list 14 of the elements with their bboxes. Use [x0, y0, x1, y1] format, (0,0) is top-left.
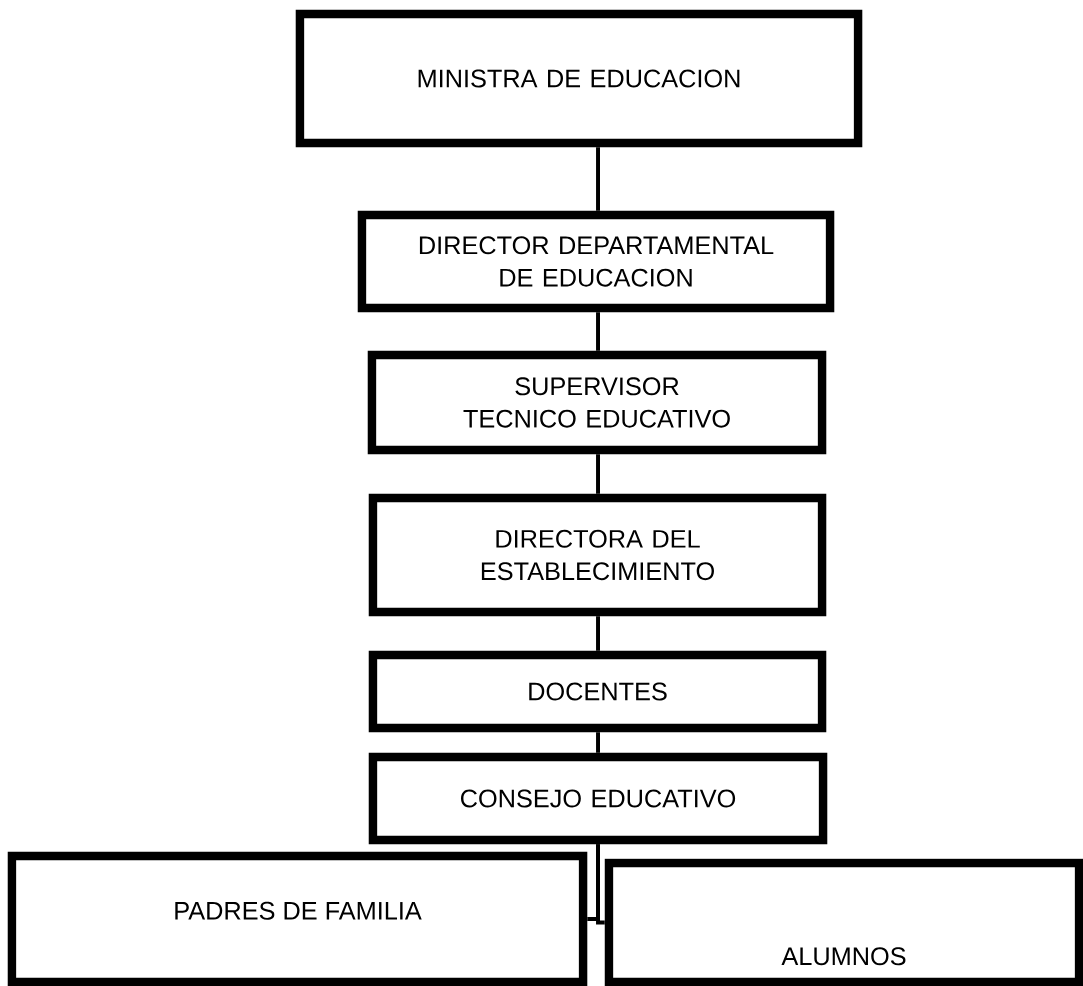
connector-line	[596, 312, 600, 351]
org-box: SUPERVISOR TECNICO EDUCATIVO	[367, 350, 827, 455]
org-box: DIRECTORA DEL ESTABLECIMIENTO	[368, 493, 827, 617]
org-box: DIRECTOR DEPARTAMENTAL DE EDUCACION	[357, 210, 835, 313]
connector-line	[596, 147, 600, 211]
org-box: MINISTRA DE EDUCACION	[295, 9, 863, 148]
connector-line	[596, 616, 600, 651]
org-box: DOCENTES	[368, 650, 827, 733]
connector-line	[596, 844, 605, 925]
org-box: PADRES DE FAMILIA	[7, 851, 588, 986]
connector-line	[596, 732, 600, 753]
connector-line	[596, 454, 600, 494]
org-box: CONSEJO EDUCATIVO	[368, 752, 828, 845]
org-box: ALUMNOS	[604, 858, 1083, 986]
